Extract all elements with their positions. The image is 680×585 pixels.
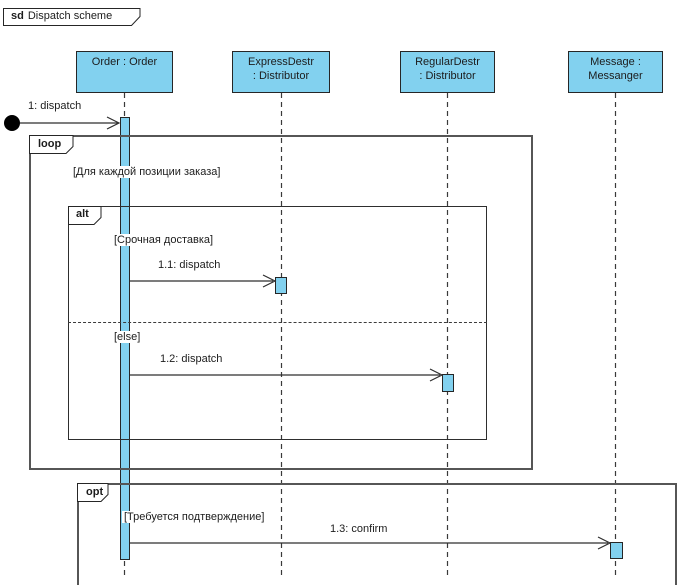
activation-regulardestr[interactable] <box>442 374 454 392</box>
message-label-1-2[interactable]: 1.2: dispatch <box>160 353 223 365</box>
lifeline-head-label: Order : Order <box>91 56 158 68</box>
message-label-1-1[interactable]: 1.1: dispatch <box>158 259 221 271</box>
fragment-opt[interactable]: opt <box>77 483 677 585</box>
lifeline-head-regulardestr[interactable]: RegularDestr : Distributor <box>400 51 495 93</box>
frame-title-shape <box>3 8 141 26</box>
lifeline-head-label: Messanger <box>588 70 643 82</box>
arrowhead-open <box>597 536 612 550</box>
activation-expressdestr[interactable] <box>275 277 287 294</box>
lifeline-head-order[interactable]: Order : Order <box>76 51 173 93</box>
arrowhead-open <box>106 116 121 130</box>
arrowhead-open <box>429 368 444 382</box>
fragment-alt-guard-else: [else] <box>112 331 143 343</box>
frame-keyword: sd <box>11 10 24 22</box>
fragment-loop-pentagon <box>29 135 74 154</box>
activation-message[interactable] <box>610 542 623 559</box>
fragment-opt-guard: [Требуется подтверждение] <box>122 511 267 523</box>
message-label-1[interactable]: 1: dispatch <box>28 100 82 112</box>
fragment-alt-guard-if: [Срочная доставка] <box>112 234 216 246</box>
lifeline-head-label: ExpressDestr <box>247 56 315 68</box>
message-1-3-confirm[interactable] <box>130 536 612 550</box>
fragment-opt-operator: opt <box>86 486 104 498</box>
lifeline-head-label: : Distributor <box>252 70 310 82</box>
fragment-loop[interactable]: loop <box>29 135 533 470</box>
message-label-1-3[interactable]: 1.3: confirm <box>330 523 388 535</box>
fragment-alt[interactable]: alt <box>68 206 487 440</box>
message-1-2-dispatch[interactable] <box>130 368 444 382</box>
lifeline-head-label: : Distributor <box>419 70 476 82</box>
fragment-alt-operator: alt <box>76 208 89 220</box>
fragment-loop-operator: loop <box>38 138 62 150</box>
fragment-opt-pentagon <box>77 483 109 502</box>
fragment-alt-separator <box>68 322 487 323</box>
frame-name: Dispatch scheme <box>27 10 113 22</box>
found-message-endpoint[interactable] <box>4 115 20 131</box>
message-1-dispatch[interactable] <box>4 115 121 131</box>
fragment-loop-guard: [Для каждой позиции заказа] <box>71 166 223 178</box>
arrowhead-open <box>262 274 277 288</box>
lifeline-head-label: Message : <box>590 56 641 68</box>
lifeline-head-expressdestr[interactable]: ExpressDestr : Distributor <box>232 51 330 93</box>
fragment-alt-pentagon <box>68 206 102 225</box>
lifeline-head-message[interactable]: Message : Messanger <box>568 51 663 93</box>
lifeline-head-label: RegularDestr <box>415 56 480 68</box>
message-1-1-dispatch[interactable] <box>130 274 277 288</box>
